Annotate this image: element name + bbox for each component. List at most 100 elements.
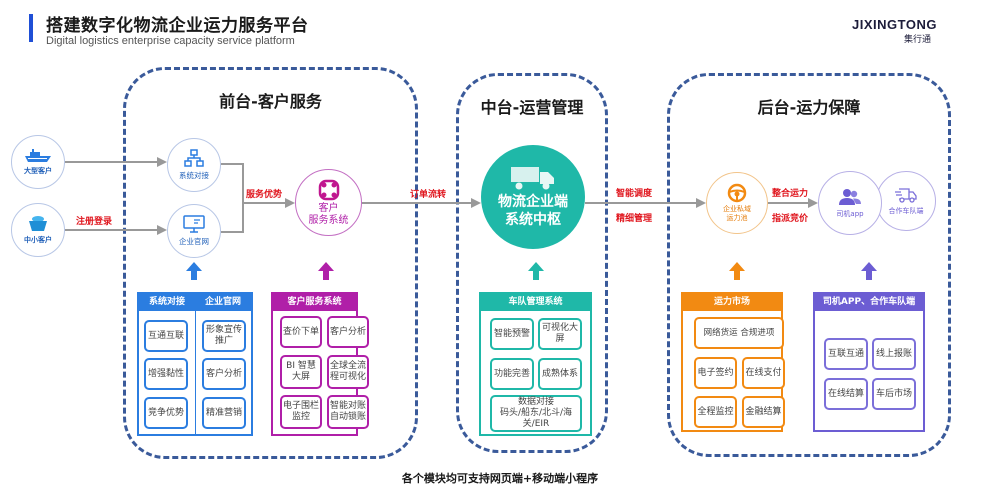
feature-cell[interactable]: 形象宣传推广: [202, 320, 246, 352]
logo-chinese: 集行通: [904, 35, 932, 45]
panel-header: 运力市场: [683, 294, 781, 311]
feature-cell[interactable]: 客户分析: [202, 358, 246, 390]
page-title: 搭建数字化物流企业运力服务平台: [46, 16, 309, 36]
feature-cell[interactable]: 增强黏性: [144, 358, 188, 390]
private-capacity-pool-node[interactable]: 企业私域 运力池: [706, 172, 768, 234]
panel-fleet-management-system: 车队管理系统 智能预警 可视化大屏 功能完善 成熟体系 数据对接 码头/船东/北…: [479, 292, 592, 436]
feature-cell[interactable]: 可视化大屏: [538, 318, 582, 350]
section-middle-operations: 中台-运营管理: [456, 73, 608, 453]
flow-label-service-advantage: 服务优势: [246, 190, 283, 200]
section-back-capacity: 后台-运力保障: [667, 73, 951, 457]
panel-driver-app-fleet: 司机APP、合作车队端 互联互通 线上报账 在线结算 车后市场: [813, 292, 925, 432]
feature-cell[interactable]: 智能预警: [490, 318, 534, 350]
line-integrate: [768, 202, 808, 204]
feature-cell[interactable]: 功能完善: [490, 358, 534, 390]
flow-label-integrate-capacity: 整合运力: [772, 189, 809, 199]
feature-cell[interactable]: 在线结算: [824, 378, 868, 410]
arrowhead: [471, 198, 481, 208]
feature-cell[interactable]: 全程监控: [694, 396, 737, 428]
panel-header: 车队管理系统: [481, 294, 590, 311]
section-title-middle: 中台-运营管理: [480, 98, 584, 117]
cs-label-line1: 客户: [318, 202, 339, 214]
logistics-hub-node[interactable]: 物流企业端 系统中枢: [481, 145, 585, 249]
service-hub-icon: [318, 179, 339, 200]
feature-cell[interactable]: 金融结算: [742, 396, 785, 428]
node-system-integration[interactable]: 系统对接: [167, 138, 221, 192]
customer-large[interactable]: 大型客户: [11, 135, 65, 189]
node-label: 系统对接: [179, 171, 209, 180]
monitor-icon: [183, 215, 205, 233]
section-title-back: 后台-运力保障: [757, 98, 861, 117]
truck-icon: [511, 167, 554, 190]
network-icon: [184, 149, 204, 167]
feature-cell[interactable]: 智能对账自动锁账: [327, 395, 369, 429]
pool-label-line1: 企业私域: [723, 205, 751, 213]
cargo-ship-icon: [25, 149, 51, 162]
flow-label-order-flow: 订单流转: [410, 190, 447, 200]
feature-cell[interactable]: 线上报账: [872, 338, 916, 370]
panel-header-website: 企业官网: [204, 297, 241, 307]
up-arrow-icon: [729, 262, 745, 280]
node-label: 企业官网: [179, 237, 209, 246]
feature-cell[interactable]: 互通互联: [144, 320, 188, 352]
feature-cell[interactable]: 成熟体系: [538, 358, 582, 390]
panel-integration-website: 系统对接 企业官网 互通互联 增强黏性 竞争优势 形象宣传推广 客户分析 精准营…: [137, 292, 253, 436]
feature-cell[interactable]: 车后市场: [872, 378, 916, 410]
panel-header-integration: 系统对接: [148, 297, 185, 307]
line-order-flow: [362, 202, 471, 204]
line-dispatch: [585, 202, 696, 204]
feature-cell[interactable]: 客户分析: [327, 316, 369, 348]
arrowhead: [157, 157, 167, 167]
logo-wordmark: JIXINGTONG: [852, 17, 937, 32]
line-large-customer: [65, 161, 157, 163]
data-integration-cell[interactable]: 数据对接 码头/船东/北斗/海关/EIR: [490, 395, 582, 432]
small-ship-icon: [29, 216, 47, 231]
feature-cell[interactable]: BI 智慧大屏: [280, 355, 322, 389]
feature-cell[interactable]: 查价下单: [280, 316, 322, 348]
title-accent-bar: [29, 14, 33, 42]
panel-header: 客户服务系统: [273, 294, 356, 311]
hub-label-line2: 系统中枢: [505, 212, 561, 228]
partner-fleet-node[interactable]: 合作车队端: [876, 171, 936, 231]
flow-label-register: 注册登录: [76, 217, 113, 227]
delivery-truck-icon: [895, 187, 917, 203]
flow-label-smart-dispatch: 智能调度: [616, 189, 653, 199]
feature-cell[interactable]: 在线支付: [742, 357, 785, 389]
feature-cell[interactable]: 竞争优势: [144, 397, 188, 429]
arrowhead: [696, 198, 706, 208]
line-to-cs: [243, 202, 285, 204]
flow-label-assign-bid: 指派竞价: [772, 214, 809, 224]
driver-app-node[interactable]: 司机app: [818, 171, 882, 235]
flow-label-fine-management: 精细管理: [616, 214, 653, 224]
customer-label: 中小客户: [24, 236, 52, 244]
arrowhead: [157, 225, 167, 235]
node-corporate-website[interactable]: 企业官网: [167, 204, 221, 258]
fleet-label: 合作车队端: [888, 206, 924, 215]
feature-cell[interactable]: 全球全流程可视化: [327, 355, 369, 389]
feature-cell[interactable]: 互联互通: [824, 338, 868, 370]
section-front-customer-service: 前台-客户服务: [123, 67, 418, 459]
cell-line: 码头/船东/北斗/海关/EIR: [499, 408, 573, 429]
panel-customer-service-system: 客户服务系统 查价下单 客户分析 BI 智慧大屏 全球全流程可视化 电子围栏监控…: [271, 292, 369, 436]
arrowhead: [808, 198, 818, 208]
steering-wheel-icon: [727, 183, 747, 203]
line-small-customer: [65, 229, 157, 231]
up-arrow-icon: [318, 262, 334, 280]
line-bracket-bottom: [221, 231, 243, 233]
line-bracket-vertical: [242, 163, 244, 233]
customer-small[interactable]: 中小客户: [11, 203, 65, 257]
arrowhead: [285, 198, 295, 208]
feature-cell[interactable]: 电子签约: [694, 357, 737, 389]
customer-service-system-node[interactable]: 客户 服务系统: [295, 169, 362, 236]
feature-cell[interactable]: 网络货运 合规进项: [694, 317, 784, 349]
users-icon: [839, 188, 861, 205]
hub-label-line1: 物流企业端: [498, 194, 568, 210]
up-arrow-icon: [528, 262, 544, 280]
feature-cell[interactable]: 精准营销: [202, 397, 246, 429]
up-arrow-icon: [186, 262, 202, 280]
cs-label-line2: 服务系统: [308, 214, 349, 226]
panel-divider: [195, 311, 196, 434]
panel-capacity-market: 运力市场 网络货运 合规进项 电子签约 在线支付 全程监控 金融结算: [681, 292, 785, 432]
feature-cell[interactable]: 电子围栏监控: [280, 395, 322, 429]
section-title-front: 前台-客户服务: [219, 92, 322, 111]
